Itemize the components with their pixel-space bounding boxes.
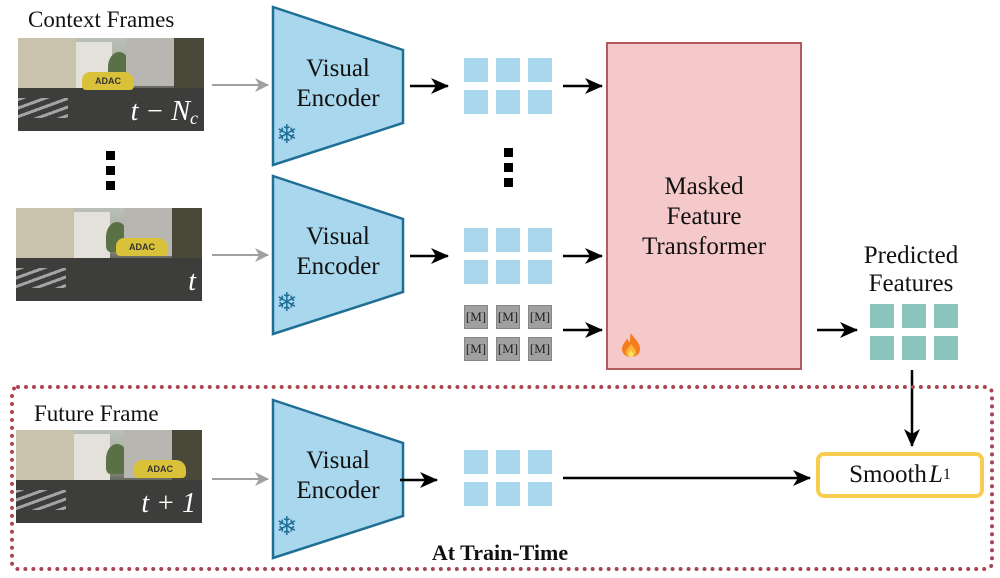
time-label: t + 1: [141, 488, 196, 519]
feature-token: [464, 90, 488, 114]
mask-token: [M]: [528, 305, 552, 329]
train-time-label: At Train-Time: [431, 540, 569, 565]
mask-token: [M]: [496, 337, 520, 361]
feature-token: [496, 482, 520, 506]
feature-token: [464, 58, 488, 82]
ellipsis-dot: [504, 178, 513, 187]
ellipsis-dot: [504, 163, 513, 172]
feature-token: [528, 482, 552, 506]
snowflake-icon: ❄: [276, 120, 298, 150]
ellipsis-dot: [106, 151, 115, 160]
mask-token: [M]: [528, 337, 552, 361]
feature-token: [496, 450, 520, 474]
predicted-token: [934, 336, 958, 360]
predicted-feature-tokens: [870, 304, 958, 360]
mask-tokens: [M] [M] [M] [M] [M] [M]: [464, 305, 552, 361]
feature-token: [528, 260, 552, 284]
snowflake-icon: ❄: [276, 512, 298, 542]
train-time-region: [10, 385, 994, 571]
feature-token: [496, 260, 520, 284]
ellipsis-dot: [504, 148, 513, 157]
future-frame: ADAC t + 1: [16, 430, 202, 523]
context-feature-tokens-first: [464, 58, 552, 114]
masked-feature-transformer: Masked Feature Transformer: [606, 42, 802, 370]
transformer-label: Masked Feature Transformer: [641, 173, 767, 260]
feature-token: [464, 450, 488, 474]
mask-token: [M]: [464, 305, 488, 329]
time-label: t − Nc: [130, 96, 198, 128]
feature-token: [496, 228, 520, 252]
future-feature-tokens: [464, 450, 552, 506]
feature-token: [496, 90, 520, 114]
time-label: t: [188, 266, 196, 297]
ellipsis-dot: [106, 166, 115, 175]
feature-token: [464, 260, 488, 284]
feature-token: [528, 228, 552, 252]
predicted-token: [870, 336, 894, 360]
mask-token: [M]: [496, 305, 520, 329]
context-frame-last: ADAC t: [16, 208, 202, 301]
future-frame-label: Future Frame: [34, 401, 159, 426]
feature-token: [496, 58, 520, 82]
predicted-token: [902, 304, 926, 328]
context-frames-label: Context Frames: [28, 7, 175, 32]
predicted-token: [934, 304, 958, 328]
mask-token: [M]: [464, 337, 488, 361]
context-feature-tokens-last: [464, 228, 552, 284]
snowflake-icon: ❄: [276, 288, 298, 318]
predicted-token: [870, 304, 894, 328]
feature-token: [528, 58, 552, 82]
feature-token: [464, 228, 488, 252]
ellipsis-dot: [106, 181, 115, 190]
feature-token: [528, 450, 552, 474]
predicted-token: [902, 336, 926, 360]
feature-token: [528, 90, 552, 114]
flame-icon: [622, 333, 640, 357]
context-frame-first: ADAC t − Nc: [18, 38, 204, 131]
feature-token: [464, 482, 488, 506]
